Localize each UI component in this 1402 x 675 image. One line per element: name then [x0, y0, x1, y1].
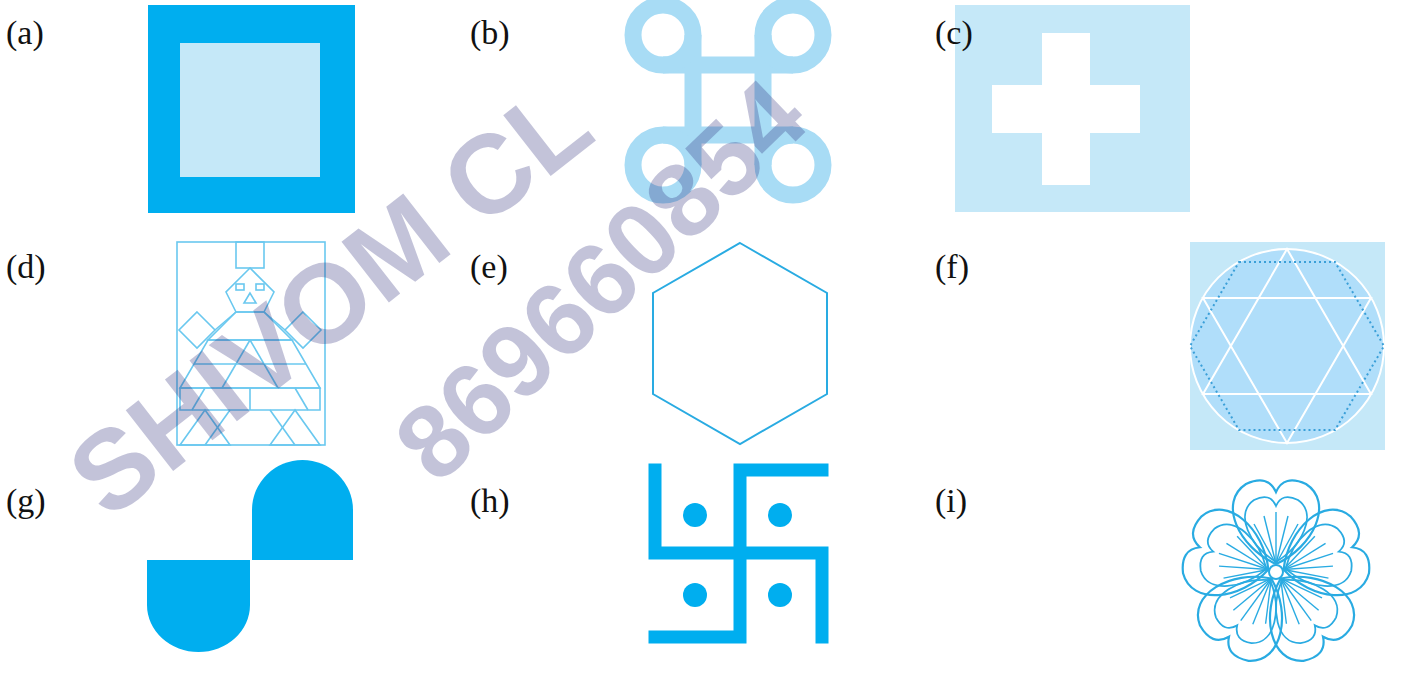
panel-label: (f) [935, 250, 969, 284]
hexagram-figure [1190, 242, 1385, 450]
panel-label: (i) [935, 484, 967, 518]
panel-label: (b) [470, 16, 510, 50]
swastika-symbol [655, 470, 822, 637]
panel-label: (a) [6, 16, 44, 50]
panel-label: (c) [935, 16, 973, 50]
cross-figure [955, 5, 1190, 212]
panel-label: (h) [470, 484, 510, 518]
square-figure [148, 5, 355, 213]
flower-figure [1176, 480, 1377, 671]
panel-label: (d) [6, 250, 46, 284]
panel-label: (g) [6, 484, 46, 518]
